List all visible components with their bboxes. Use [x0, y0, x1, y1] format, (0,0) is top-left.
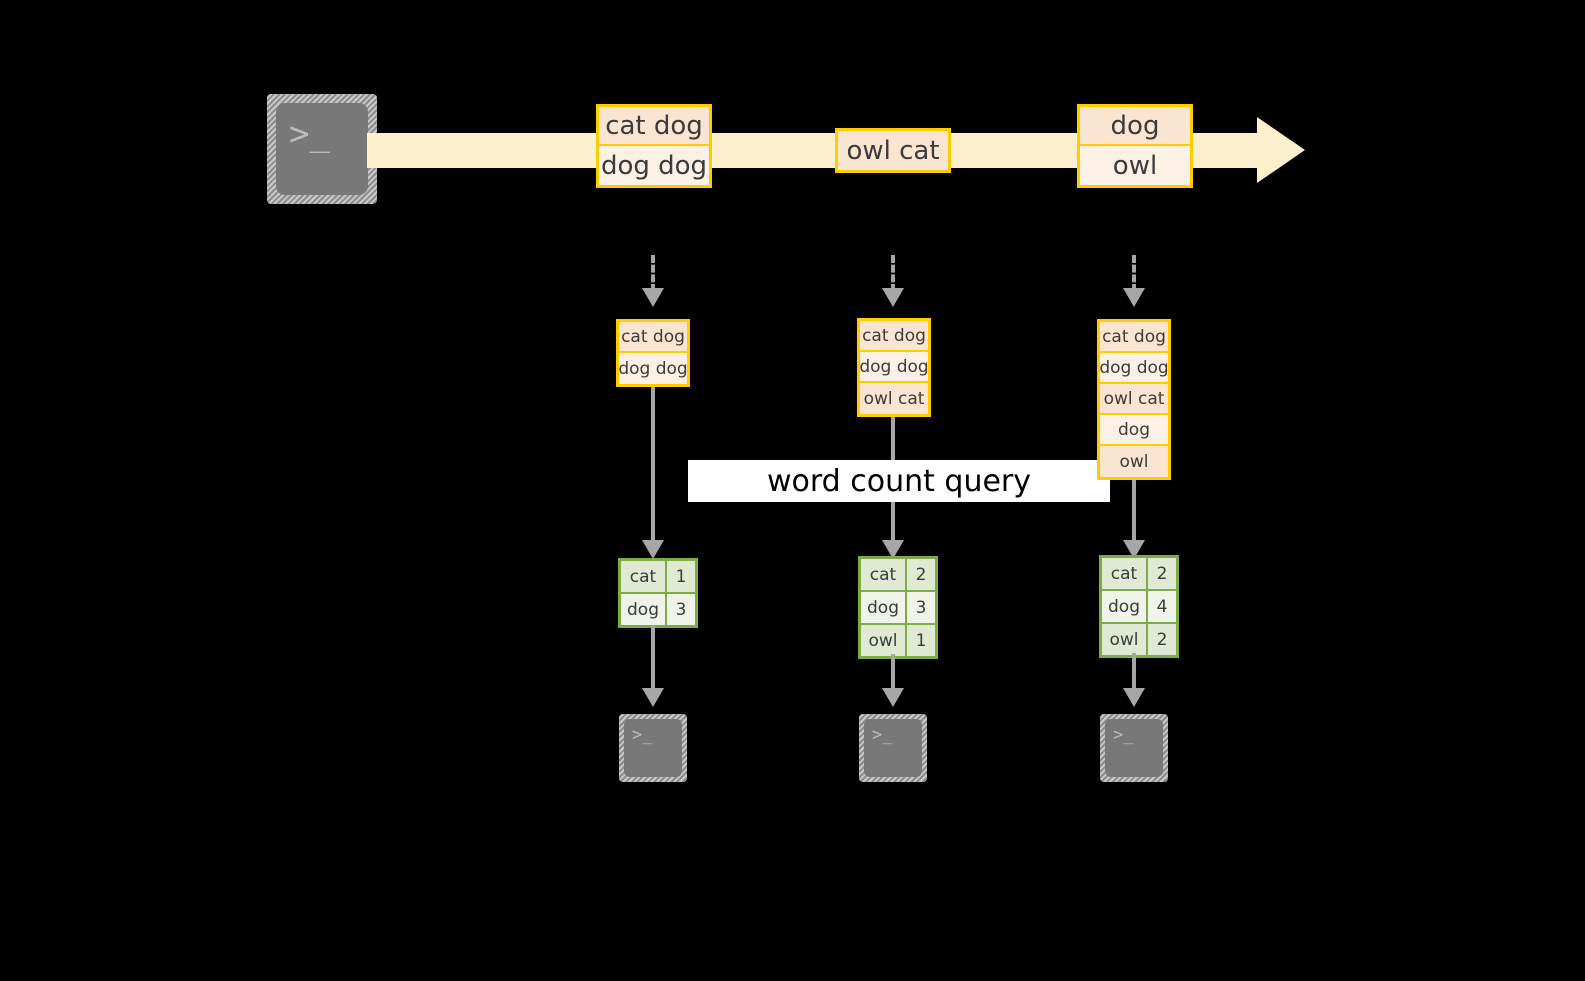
table-row: cat 2 [861, 559, 935, 592]
terminal-screen: >_ [624, 719, 682, 777]
result-table-1: cat 1 dog 3 [618, 558, 698, 628]
table-cell-word: dog [1102, 591, 1148, 622]
table-row: cat 2 [1102, 558, 1176, 591]
table-cell-word: cat [621, 561, 667, 592]
snapshot-record: cat dog [860, 321, 928, 352]
table-cell-count: 1 [667, 561, 695, 592]
query-label-text: word count query [766, 463, 1032, 499]
table-row: cat 1 [621, 561, 695, 594]
table-cell-count: 4 [1148, 591, 1176, 622]
stream-batch-2: owl cat [835, 128, 951, 173]
snapshot-to-result-arrowhead-1 [642, 540, 664, 559]
table-cell-count: 3 [907, 592, 935, 623]
stream-to-snapshot-line-2 [891, 255, 895, 292]
query-label: word count query [688, 460, 1110, 502]
table-cell-count: 3 [667, 594, 695, 625]
snapshot-record: dog dog [859, 352, 929, 383]
snapshot-record: cat dog [619, 322, 687, 353]
terminal-prompt-glyph: >_ [632, 725, 653, 745]
stream-record: owl [1080, 146, 1190, 185]
stream-batch-1: cat dog dog dog [596, 104, 712, 188]
snapshot-to-result-arrowhead-3 [1123, 540, 1145, 559]
table-cell-count: 2 [1148, 624, 1176, 655]
snapshot-box-3: cat dog dog dog owl cat dog owl [1097, 319, 1171, 480]
table-cell-word: dog [861, 592, 907, 623]
stream-to-snapshot-line-1 [651, 255, 655, 292]
stream-to-snapshot-arrowhead-2 [882, 288, 904, 307]
result-table-3: cat 2 dog 4 owl 2 [1099, 555, 1179, 658]
result-to-sink-line-3 [1132, 653, 1136, 692]
terminal-screen: >_ [276, 103, 368, 195]
result-to-sink-line-1 [651, 626, 655, 692]
sink-terminal-icon-2: >_ [859, 714, 927, 782]
stream-to-snapshot-arrowhead-3 [1123, 288, 1145, 307]
table-row: dog 3 [621, 594, 695, 625]
table-cell-count: 2 [907, 559, 935, 590]
terminal-prompt-glyph: >_ [1113, 725, 1134, 745]
snapshot-record: cat dog [1100, 322, 1168, 353]
event-stream-arrow-head [1257, 117, 1305, 183]
snapshot-record: dog [1100, 415, 1168, 446]
result-to-sink-line-2 [891, 654, 895, 692]
snapshot-to-result-line-1 [651, 384, 655, 546]
table-row: owl 1 [861, 625, 935, 656]
snapshot-to-result-line-3 [1132, 475, 1136, 546]
snapshot-to-result-arrowhead-2 [882, 540, 904, 559]
stream-batch-3: dog owl [1077, 104, 1193, 188]
snapshot-record: owl [1100, 446, 1168, 477]
table-row: dog 3 [861, 592, 935, 625]
snapshot-box-2: cat dog dog dog owl cat [857, 318, 931, 417]
terminal-prompt-glyph: >_ [289, 114, 330, 154]
terminal-screen: >_ [1105, 719, 1163, 777]
snapshot-record: owl cat [860, 383, 928, 414]
stream-record: cat dog [599, 107, 709, 146]
table-cell-count: 2 [1148, 558, 1176, 589]
table-cell-word: cat [1102, 558, 1148, 589]
result-to-sink-arrowhead-2 [882, 688, 904, 707]
result-table-2: cat 2 dog 3 owl 1 [858, 556, 938, 659]
snapshot-record: dog dog [618, 353, 688, 384]
table-cell-count: 1 [907, 625, 935, 656]
table-row: dog 4 [1102, 591, 1176, 624]
snapshot-record: owl cat [1100, 384, 1168, 415]
sink-terminal-icon-3: >_ [1100, 714, 1168, 782]
table-row: owl 2 [1102, 624, 1176, 655]
sink-terminal-icon-1: >_ [619, 714, 687, 782]
snapshot-box-1: cat dog dog dog [616, 319, 690, 387]
source-terminal-icon: >_ [267, 94, 377, 204]
terminal-prompt-glyph: >_ [872, 725, 893, 745]
table-cell-word: owl [1102, 624, 1148, 655]
table-cell-word: owl [861, 625, 907, 656]
stream-to-snapshot-arrowhead-1 [642, 288, 664, 307]
table-cell-word: dog [621, 594, 667, 625]
result-to-sink-arrowhead-3 [1123, 688, 1145, 707]
stream-to-snapshot-line-3 [1132, 255, 1136, 292]
stream-record: dog [1080, 107, 1190, 146]
snapshot-record: dog dog [1099, 353, 1169, 384]
terminal-screen: >_ [864, 719, 922, 777]
table-cell-word: cat [861, 559, 907, 590]
result-to-sink-arrowhead-1 [642, 688, 664, 707]
stream-record: dog dog [599, 146, 709, 185]
stream-record: owl cat [838, 131, 948, 170]
